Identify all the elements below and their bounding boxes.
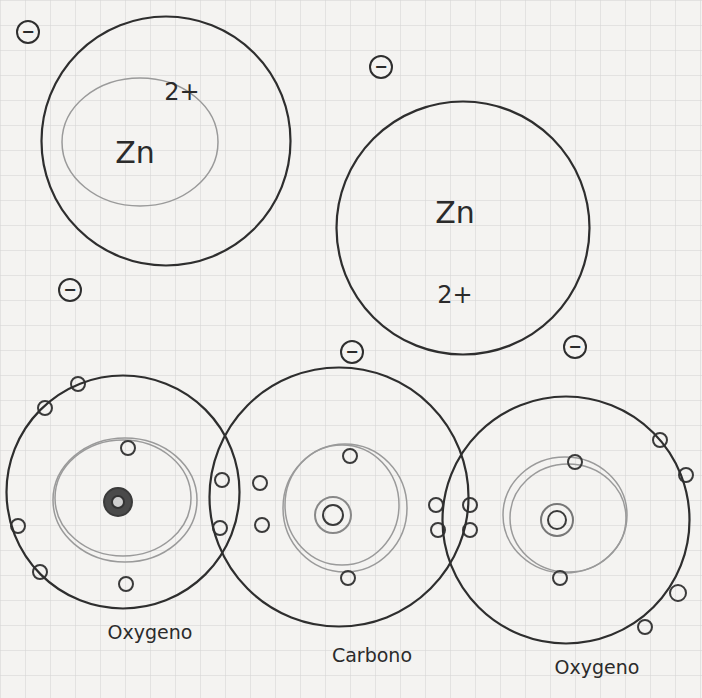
- ion-circle: Zn 2+: [335, 100, 591, 356]
- charge-sign: −: [563, 335, 587, 359]
- charge-sign: −: [369, 55, 393, 79]
- atom-name: Oxygeno: [108, 622, 193, 643]
- element-symbol: Zn: [435, 196, 475, 229]
- atom-circle: Oxygeno: [441, 395, 691, 645]
- circle-outline: [5, 374, 241, 610]
- ion-circle: Zn 2+: [40, 15, 292, 267]
- ion-charge: 2+: [164, 79, 199, 105]
- charge-sign: −: [58, 278, 82, 302]
- ion-charge: 2+: [437, 282, 472, 308]
- atom-circle: Carbono: [208, 366, 470, 628]
- atom-name: Carbono: [332, 645, 412, 666]
- atom-circle: Oxygeno: [5, 374, 241, 610]
- charge-sign: −: [16, 20, 40, 44]
- circle-outline: [441, 395, 691, 645]
- circle-outline: [40, 15, 292, 267]
- charge-sign: −: [340, 340, 364, 364]
- atom-name: Oxygeno: [555, 657, 640, 678]
- element-symbol: Zn: [115, 136, 155, 169]
- circle-outline: [208, 366, 470, 628]
